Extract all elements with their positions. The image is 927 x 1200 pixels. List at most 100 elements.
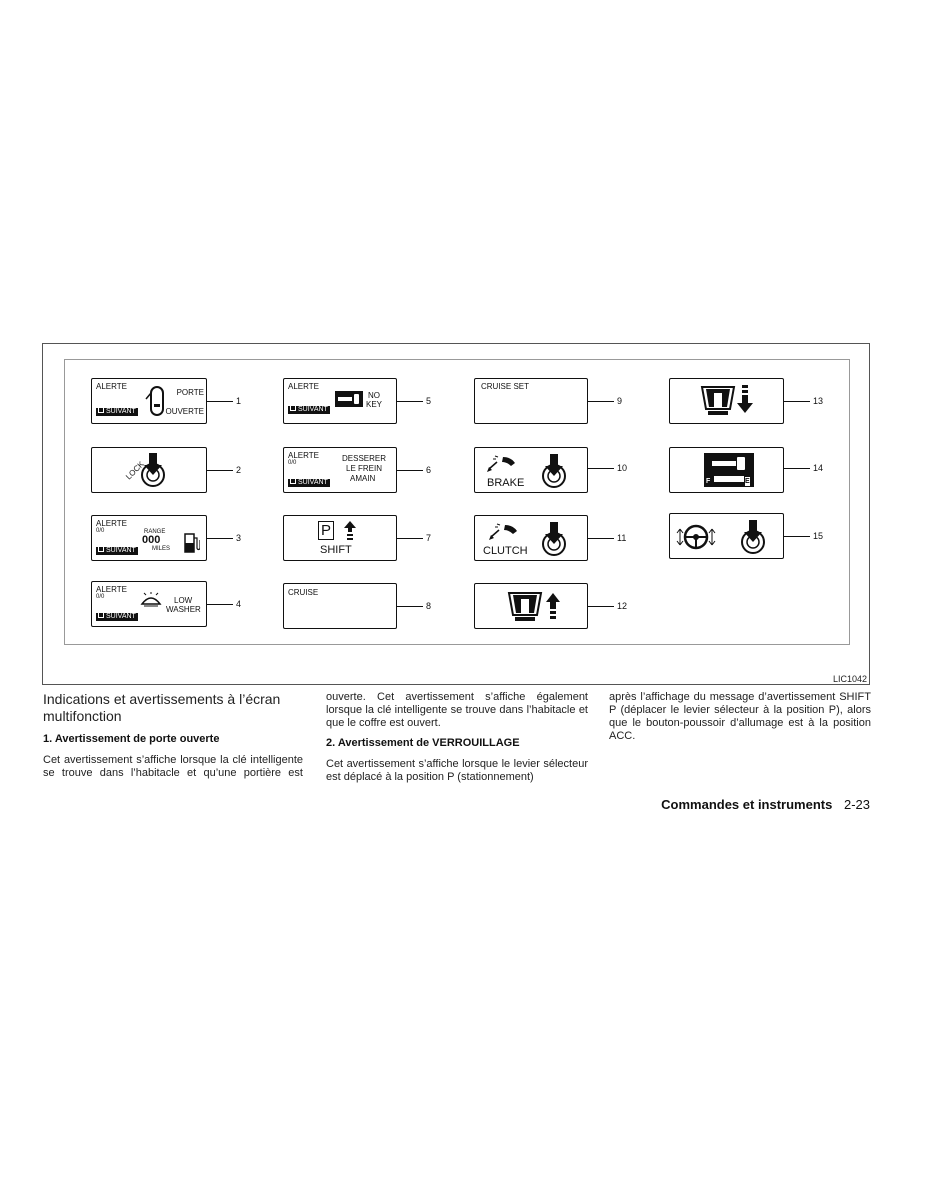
leader-line <box>588 401 614 402</box>
next-badge: SUIVANT <box>96 407 138 416</box>
heading-door-warning: 1. Avertissement de porte ouverte <box>43 733 220 745</box>
open-door-icon <box>145 386 164 416</box>
next-badge: SUIVANT <box>288 405 330 414</box>
clutch-label: CLUTCH <box>483 545 528 557</box>
shift-up-icon <box>344 521 356 540</box>
display-panel-12 <box>474 583 588 629</box>
display-panel-14: F E <box>669 447 784 493</box>
leader-line <box>784 536 810 537</box>
text-column-2: Cet avertissement s’affiche lorsque la c… <box>326 691 588 791</box>
callout-number: 3 <box>236 533 242 543</box>
leader-line <box>397 606 423 607</box>
leader-line <box>207 401 233 402</box>
leader-line <box>784 468 810 469</box>
key-label: KEY <box>366 400 383 409</box>
display-panel-8: CRUISE <box>283 583 397 629</box>
leader-line <box>207 538 233 539</box>
leader-line <box>588 606 614 607</box>
paragraph-door-warning-cont: Cet avertissement s’affiche lorsque la c… <box>326 691 588 730</box>
callout-number: 9 <box>617 396 623 406</box>
page-number: 2-23 <box>843 797 870 812</box>
brake-label: BRAKE <box>487 477 525 489</box>
range-unit: MILES <box>152 546 171 552</box>
clutch-pedal-icon <box>489 523 517 540</box>
display-panel-13 <box>669 378 784 424</box>
leader-line <box>397 401 423 402</box>
push-button-icon <box>141 453 165 487</box>
display-panel-11: CLUTCH <box>474 515 588 561</box>
leader-line <box>588 468 614 469</box>
leader-line <box>207 604 233 605</box>
paragraph-door-warning: Cet avertissement s’affiche lorsque la c… <box>43 754 303 780</box>
leader-line <box>397 470 423 471</box>
display-panel-10: BRAKE <box>474 447 588 493</box>
hand-label: AMAIN <box>350 474 376 483</box>
cruise-label: CRUISE <box>288 588 319 597</box>
text-column-1: Indications et avertissements à l’écran … <box>43 691 303 787</box>
heading-lock-warning: 2. Avertissement de VERROUILLAGE <box>326 737 520 749</box>
display-panel-2: LOCK <box>91 447 207 493</box>
callout-number: 7 <box>426 533 432 543</box>
alert-count: 0/0 <box>288 460 297 466</box>
next-badge: SUIVANT <box>96 546 138 555</box>
park-label: P <box>318 521 335 540</box>
figure-code: LIC1042 <box>832 674 867 684</box>
footer-section: Commandes et instruments <box>661 797 833 812</box>
next-badge: SUIVANT <box>288 478 330 487</box>
leader-line <box>588 538 614 539</box>
no-label: NO <box>368 391 380 400</box>
callout-number: 12 <box>617 601 628 611</box>
range-label: RANGE <box>144 529 166 535</box>
push-button-icon <box>542 522 566 556</box>
display-panel-5: ALERTE NO KEY SUIVANT <box>283 378 397 424</box>
callout-number: 11 <box>617 533 627 543</box>
range-value: 000 <box>142 534 161 546</box>
next-badge: SUIVANT <box>96 612 138 621</box>
page-footer: Commandes et instruments 2-23 <box>661 797 870 813</box>
section-title: Indications et avertissements à l’écran … <box>43 691 281 724</box>
intelligent-key-icon <box>335 391 363 407</box>
display-panel-3: ALERTE 0/0 RANGE 000 MILES SUIVANT <box>91 515 207 561</box>
callout-number: 5 <box>426 396 432 406</box>
fuel-full-label: F <box>706 478 711 485</box>
callout-number: 10 <box>617 463 628 473</box>
paragraph-lock-warning: Cet avertissement s’affiche lorsque le l… <box>326 758 588 783</box>
callout-number: 13 <box>813 396 824 406</box>
alert-count: 0/0 <box>96 594 105 600</box>
steering-lock-down-icon <box>700 385 753 415</box>
push-button-icon <box>542 454 566 488</box>
alert-label: ALERTE <box>96 585 127 594</box>
open-label: OUVERTE <box>165 407 204 416</box>
figure-inner-frame <box>64 359 850 645</box>
callout-number: 4 <box>236 599 242 609</box>
push-button-icon <box>741 520 765 554</box>
callout-number: 6 <box>426 465 432 475</box>
fuel-empty-label: E <box>745 477 750 486</box>
washer-label: WASHER <box>166 605 201 614</box>
callout-number: 14 <box>813 463 824 473</box>
display-panel-6: ALERTE 0/0 DESSERER LE FREIN AMAIN SUIVA… <box>283 447 397 493</box>
release-label: DESSERER <box>342 454 387 463</box>
alert-label: ALERTE <box>96 382 127 391</box>
paragraph-text: Cet avertissement s’affiche lorsque la c… <box>326 691 588 729</box>
cruise-set-label: CRUISE SET <box>481 382 530 391</box>
callout-number: 2 <box>236 465 242 475</box>
display-panel-4: ALERTE 0/0 LOW WASHER SUIVANT <box>91 581 207 627</box>
callout-number: 1 <box>236 396 242 406</box>
alert-label: ALERTE <box>288 451 319 460</box>
figure-frame <box>42 343 870 685</box>
fuel-pump-icon <box>184 533 200 553</box>
display-panel-1: ALERTE PORTE OUVERTE SUIVANT <box>91 378 207 424</box>
brake-label: LE FREIN <box>346 464 383 473</box>
low-label: LOW <box>174 596 193 605</box>
alert-count: 0/0 <box>96 528 105 534</box>
display-panel-9: CRUISE SET <box>474 378 588 424</box>
paragraph-lock-warning-cont: après l’affichage du message d’avertisse… <box>609 691 871 742</box>
alert-label: ALERTE <box>96 519 127 528</box>
leader-line <box>397 538 423 539</box>
text-column-3: après l’affichage du message d’avertisse… <box>609 691 871 750</box>
shift-label: SHIFT <box>320 544 352 556</box>
paragraph-text: Cet avertissement s’affiche lorsque la c… <box>43 754 303 779</box>
display-panel-15 <box>669 513 784 559</box>
leader-line <box>784 401 810 402</box>
